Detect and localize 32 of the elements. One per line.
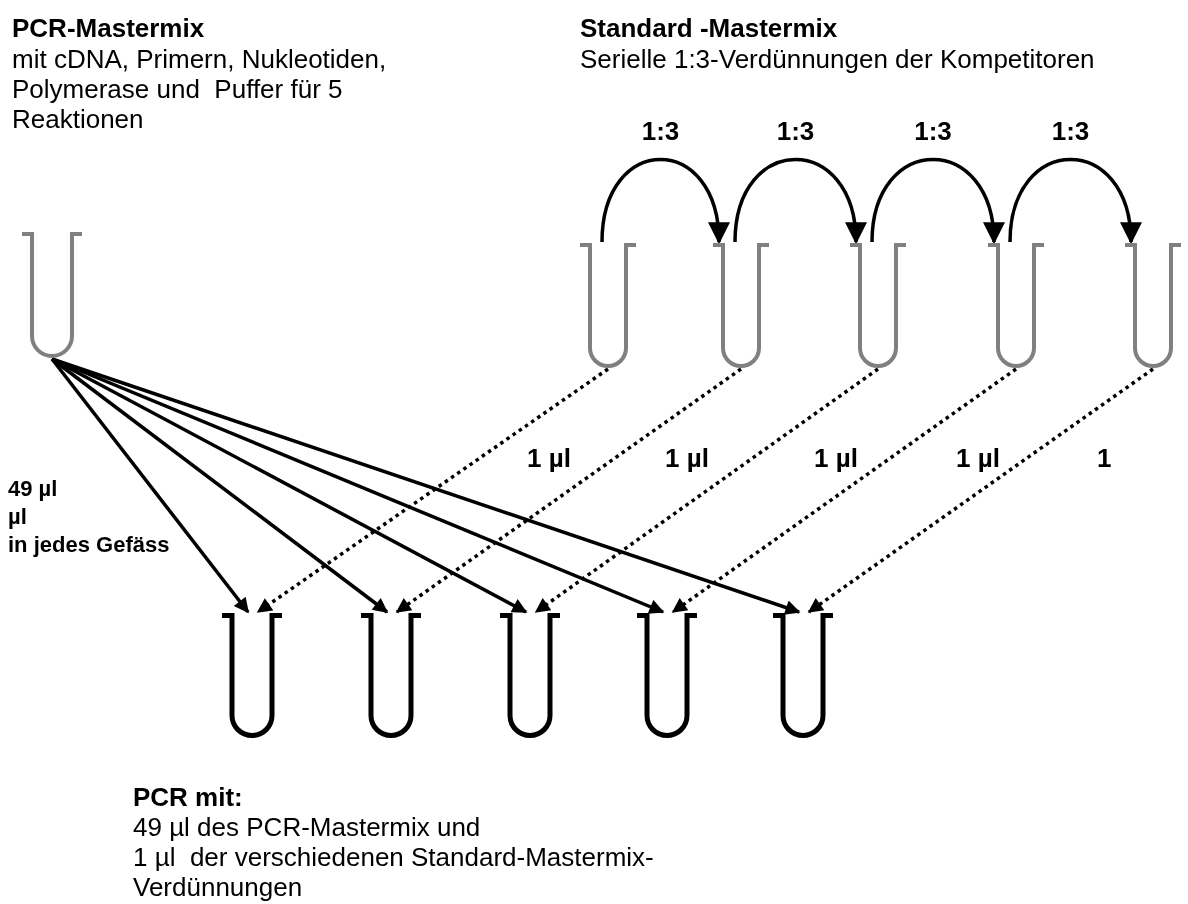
test-tube bbox=[850, 243, 906, 369]
test-tube bbox=[713, 243, 769, 369]
curved-arrow bbox=[600, 158, 729, 245]
heading: PCR mit: bbox=[133, 782, 243, 812]
curved-arrow bbox=[870, 157, 1004, 245]
test-tube bbox=[580, 243, 636, 369]
test-tube bbox=[637, 613, 697, 739]
dotted-arrow bbox=[807, 367, 1154, 614]
test-tube bbox=[773, 613, 833, 739]
test-tube bbox=[222, 613, 282, 739]
heading: Standard -Mastermix bbox=[580, 13, 838, 43]
test-tube bbox=[22, 232, 82, 359]
test-tube bbox=[1125, 243, 1181, 369]
test-tube bbox=[500, 613, 560, 739]
dotted-arrow bbox=[671, 367, 1017, 614]
dotted-arrow bbox=[534, 367, 879, 614]
unit-label: µl bbox=[8, 503, 27, 531]
volume-label: 49 µl bbox=[8, 475, 58, 503]
dotted-arrow bbox=[256, 367, 609, 614]
dotted-arrow bbox=[395, 367, 742, 614]
note-text: in jedes Gefäss bbox=[8, 531, 170, 559]
test-tube bbox=[988, 243, 1044, 369]
heading: PCR-Mastermix bbox=[12, 13, 205, 43]
description-text: 1 µl der verschiedenen Standard-Mastermix- Verdünnungen bbox=[133, 842, 655, 902]
description-text: 49 µl des PCR-Mastermix und bbox=[133, 812, 481, 842]
arrow bbox=[51, 357, 801, 615]
curved-arrow bbox=[733, 157, 866, 245]
test-tube bbox=[361, 613, 421, 739]
description-text: mit cDNA, Primern, Nukleotiden, Polymerase und Puffer für 5 Reaktionen bbox=[12, 44, 388, 134]
arrow bbox=[50, 357, 250, 614]
curved-arrow bbox=[1008, 157, 1141, 245]
description-text: Serielle 1:3-Verdünnungen der Kompetitoren bbox=[580, 44, 1095, 74]
